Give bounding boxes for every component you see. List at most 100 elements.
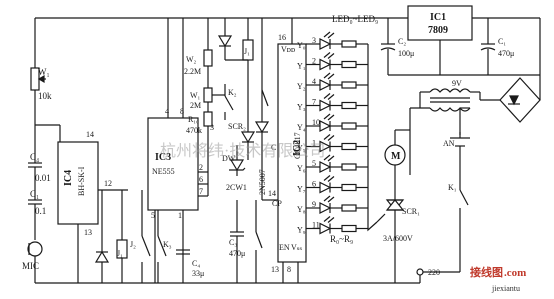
bridge-rectifier — [499, 77, 541, 123]
led-light-arrow — [323, 216, 331, 222]
ic3-label: IC3 — [155, 152, 171, 163]
ic2-pin8: 8 — [287, 265, 291, 274]
r10-label: R₁₀ — [188, 115, 199, 124]
scr2-thyristor — [240, 131, 256, 144]
ic3-part: NE555 — [152, 167, 175, 176]
diode-part: 2N5007 — [258, 169, 267, 195]
led-light-arrow — [323, 113, 331, 120]
led-resistor — [341, 204, 357, 212]
c1b-label: C₁ — [498, 37, 506, 46]
ic2-chip — [277, 43, 307, 263]
k3-label: K₃ — [163, 240, 172, 249]
led — [319, 202, 332, 214]
mains-terminal — [416, 268, 424, 276]
ic3-pin4: 4 — [165, 107, 169, 116]
led-resistor — [341, 122, 357, 130]
ic2-pin13: 13 — [271, 265, 279, 274]
zener-part: 2CW1 — [226, 183, 247, 192]
ic2-output-pin: 5 — [312, 159, 316, 168]
led-light-arrow — [323, 52, 331, 58]
j1-top-label: J₁ — [244, 47, 250, 56]
ic2-output-label: Y₈ — [297, 205, 306, 214]
led — [319, 120, 332, 132]
ic2-output-label: Y₆ — [297, 164, 306, 173]
ic4-chip — [57, 141, 99, 225]
led-light-arrow — [327, 32, 335, 39]
ic4-part: BH-SK-I — [77, 166, 86, 196]
led — [319, 161, 332, 173]
c1b-value: 470μ — [498, 49, 514, 58]
ic2-output-label: Y₁ — [297, 62, 306, 71]
led-light-arrow — [327, 176, 335, 182]
ic1-label: IC1 — [430, 12, 446, 23]
ic2-pin16: 16 — [278, 33, 286, 42]
resistor-range-label: R₀~R₉ — [330, 234, 353, 244]
w2-value: 2.2M — [184, 67, 201, 76]
ic2-output-label: Y₃ — [297, 103, 306, 112]
site-logo: 接线图 — [470, 265, 503, 279]
ic2-output-label: Y₉ — [297, 226, 306, 235]
scr1-label: SCR₁ — [402, 207, 420, 216]
ic3-pin1: 1 — [178, 211, 182, 220]
ic2-output-label: Y₄ — [297, 123, 306, 132]
an-label: AN — [443, 139, 455, 148]
dw-label: DW — [222, 154, 236, 163]
w2-label: W₂ — [186, 55, 197, 64]
ic2-output-pin: 9 — [312, 200, 316, 209]
led-resistor — [341, 60, 357, 69]
led-resistor — [341, 101, 357, 110]
ic2-output-pin: 7 — [312, 98, 316, 107]
j1-top-diode — [217, 35, 233, 48]
c3-label: C₃ — [229, 238, 237, 247]
led-range-label: LED₀~LED₉ — [332, 14, 378, 24]
motor-label: M — [391, 151, 401, 162]
c4-value: 0.01 — [35, 173, 51, 183]
r10-value: 470k — [186, 126, 202, 135]
j1-label-bottom: J₁ — [117, 249, 123, 258]
ic3-pin7: 7 — [199, 187, 203, 196]
led-light-arrow — [327, 135, 335, 141]
c4-label: C₄ — [30, 152, 39, 162]
led — [319, 222, 332, 235]
ic2-output-label: Y₇ — [297, 185, 306, 194]
ic2-part: CC4017 — [293, 132, 302, 159]
led-light-arrow — [323, 134, 331, 140]
led-light-arrow — [327, 94, 335, 100]
r10-resistor — [203, 111, 213, 127]
w2-potentiometer — [203, 49, 213, 67]
led — [319, 58, 332, 71]
led-common-bus — [367, 44, 378, 232]
w1-value: 10k — [38, 91, 52, 101]
led-light-arrow — [327, 73, 335, 80]
c1-label: C₁ — [30, 189, 39, 199]
site-logo-domain: .com — [504, 267, 526, 279]
transformer-secondary — [429, 88, 471, 93]
transformer-primary — [429, 107, 471, 112]
ic3-pin6: 6 — [199, 175, 203, 184]
ic2-vdd: Vᴅᴅ — [281, 45, 295, 54]
led-light-arrow — [327, 155, 335, 162]
relay-section: J₁ J₂ K₃ — [35, 190, 420, 284]
ic2-output-label: Y₂ — [297, 82, 306, 91]
relay-diode — [94, 250, 110, 263]
k1-label: K₁ — [448, 183, 457, 192]
ic2-output-pin: 3 — [312, 36, 316, 45]
triac-rating: 3A/600V — [383, 234, 413, 243]
led-resistor — [341, 142, 357, 151]
led-light-arrow — [327, 196, 335, 203]
ic3-pin8: 8 — [180, 107, 184, 116]
w1b-value: 2M — [190, 101, 201, 110]
led-resistor — [341, 224, 357, 233]
scr2-section: J₁ SCR₂ DW 2CW1 C₃ 470μ 2N5007 — [217, 18, 270, 283]
left-section: W₁ 10k C₄ 0.01 C₁ 0.1 MIC IC4 BH-SK-I 14… — [22, 17, 380, 283]
ic2-vss: Vₛₛ — [291, 243, 302, 252]
ic2-pin14: 14 — [268, 189, 276, 198]
led — [319, 38, 332, 50]
led — [319, 99, 332, 112]
ic3-pin3: 3 — [210, 123, 214, 132]
ic2-c-pin: C — [271, 143, 276, 152]
ic4-pin12: 12 — [104, 179, 112, 188]
ic2-output-pin: 6 — [312, 180, 316, 189]
